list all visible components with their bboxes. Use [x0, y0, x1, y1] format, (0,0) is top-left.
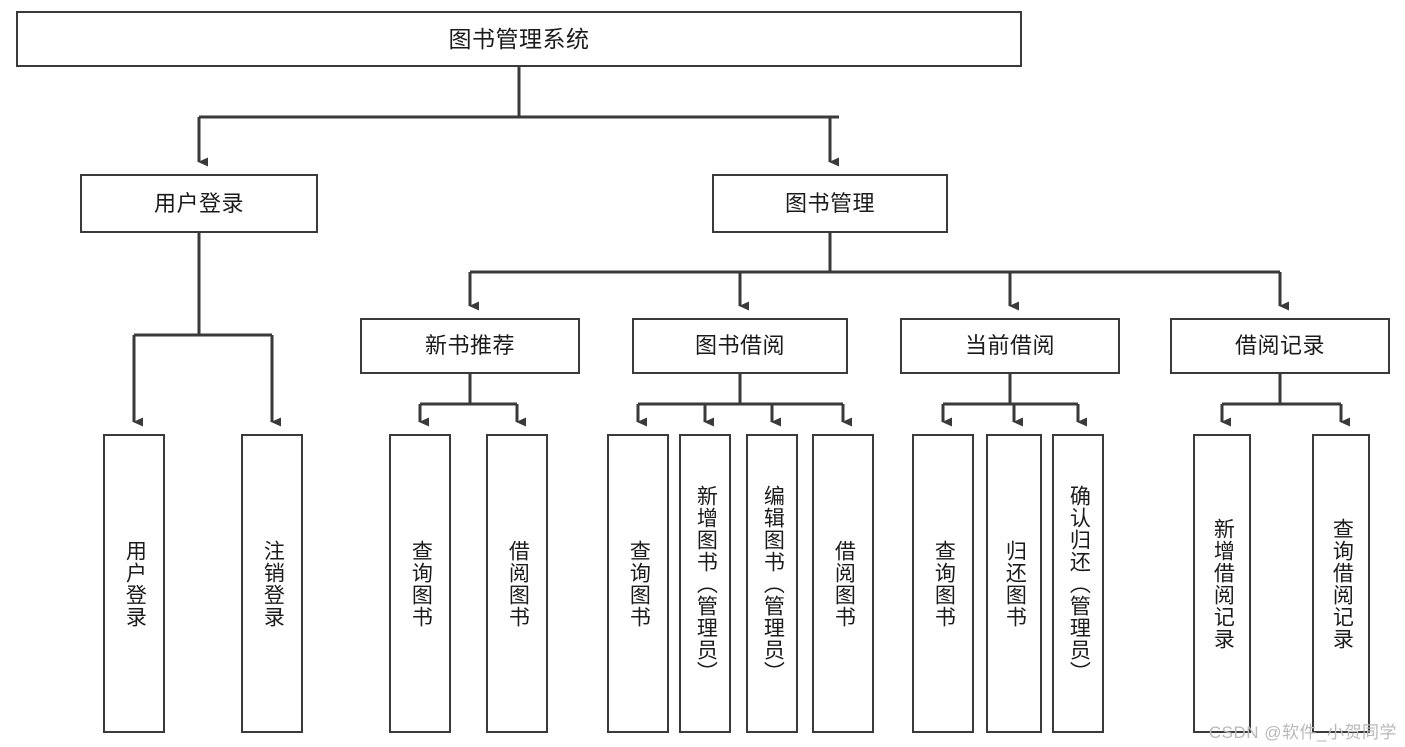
node-label: 用户登录 — [153, 190, 244, 216]
leaf-borrow-book-recommend[interactable]: 借阅图书 — [486, 434, 548, 733]
leaf-user-logout[interactable]: 注销登录 — [241, 434, 303, 733]
leaf-query-book-current[interactable]: 查询图书 — [912, 434, 974, 733]
node-label: 新增借阅记录 — [1211, 517, 1235, 650]
leaf-add-book-admin[interactable]: 新增图书（管理员） — [679, 434, 731, 733]
node-new-book-recommend[interactable]: 新书推荐 — [360, 318, 580, 374]
node-label: 查询借阅记录 — [1330, 517, 1354, 650]
leaf-add-borrow-record[interactable]: 新增借阅记录 — [1193, 434, 1251, 733]
node-user-login[interactable]: 用户登录 — [80, 174, 318, 233]
edges-newbook-to-leaves — [418, 374, 526, 427]
node-label: 用户登录 — [123, 539, 147, 628]
leaf-user-login[interactable]: 用户登录 — [103, 434, 165, 733]
edges-userlogin-to-leaves — [132, 233, 281, 427]
node-label: 注销登录 — [261, 539, 285, 628]
node-current-borrow[interactable]: 当前借阅 — [900, 318, 1120, 374]
node-book-manage[interactable]: 图书管理 — [712, 174, 948, 233]
node-label: 查询图书 — [932, 539, 956, 628]
node-label: 图书借阅 — [694, 333, 785, 359]
node-label: 查询图书 — [409, 539, 433, 628]
leaf-return-book[interactable]: 归还图书 — [986, 434, 1042, 733]
node-borrow-record[interactable]: 借阅记录 — [1170, 318, 1390, 374]
edges-root-to-level2 — [197, 67, 839, 167]
edges-bookborrow-to-leaves — [636, 374, 852, 427]
node-label: 图书管理 — [784, 190, 875, 216]
node-label: 当前借阅 — [964, 333, 1055, 359]
node-book-borrow[interactable]: 图书借阅 — [632, 318, 848, 374]
edges-borrowrecord-to-leaves — [1220, 374, 1350, 427]
leaf-confirm-return-admin[interactable]: 确认归还（管理员） — [1052, 434, 1104, 733]
node-label: 新书推荐 — [424, 333, 515, 359]
node-label: 确认归还（管理员） — [1067, 484, 1091, 683]
node-label: 借阅图书 — [506, 539, 530, 628]
node-label: 借阅图书 — [832, 539, 856, 628]
edges-currentborrow-to-leaves — [941, 374, 1087, 427]
node-label: 查询图书 — [627, 539, 651, 628]
leaf-query-book-borrow[interactable]: 查询图书 — [607, 434, 669, 733]
leaf-edit-book-admin[interactable]: 编辑图书（管理员） — [746, 434, 798, 733]
node-label: 图书管理系统 — [448, 25, 590, 52]
leaf-query-book-recommend[interactable]: 查询图书 — [389, 434, 451, 733]
leaf-borrow-book[interactable]: 借阅图书 — [812, 434, 874, 733]
node-label: 借阅记录 — [1234, 333, 1325, 359]
node-label: 编辑图书（管理员） — [761, 484, 785, 683]
leaf-query-borrow-record[interactable]: 查询借阅记录 — [1312, 434, 1370, 733]
edges-bookmanage-to-level3 — [468, 233, 1289, 311]
node-root-system[interactable]: 图书管理系统 — [16, 11, 1022, 67]
node-label: 新增图书（管理员） — [694, 484, 718, 683]
node-label: 归还图书 — [1003, 539, 1027, 628]
csdn-watermark: CSDN @软件_小贺同学 — [1208, 723, 1397, 742]
